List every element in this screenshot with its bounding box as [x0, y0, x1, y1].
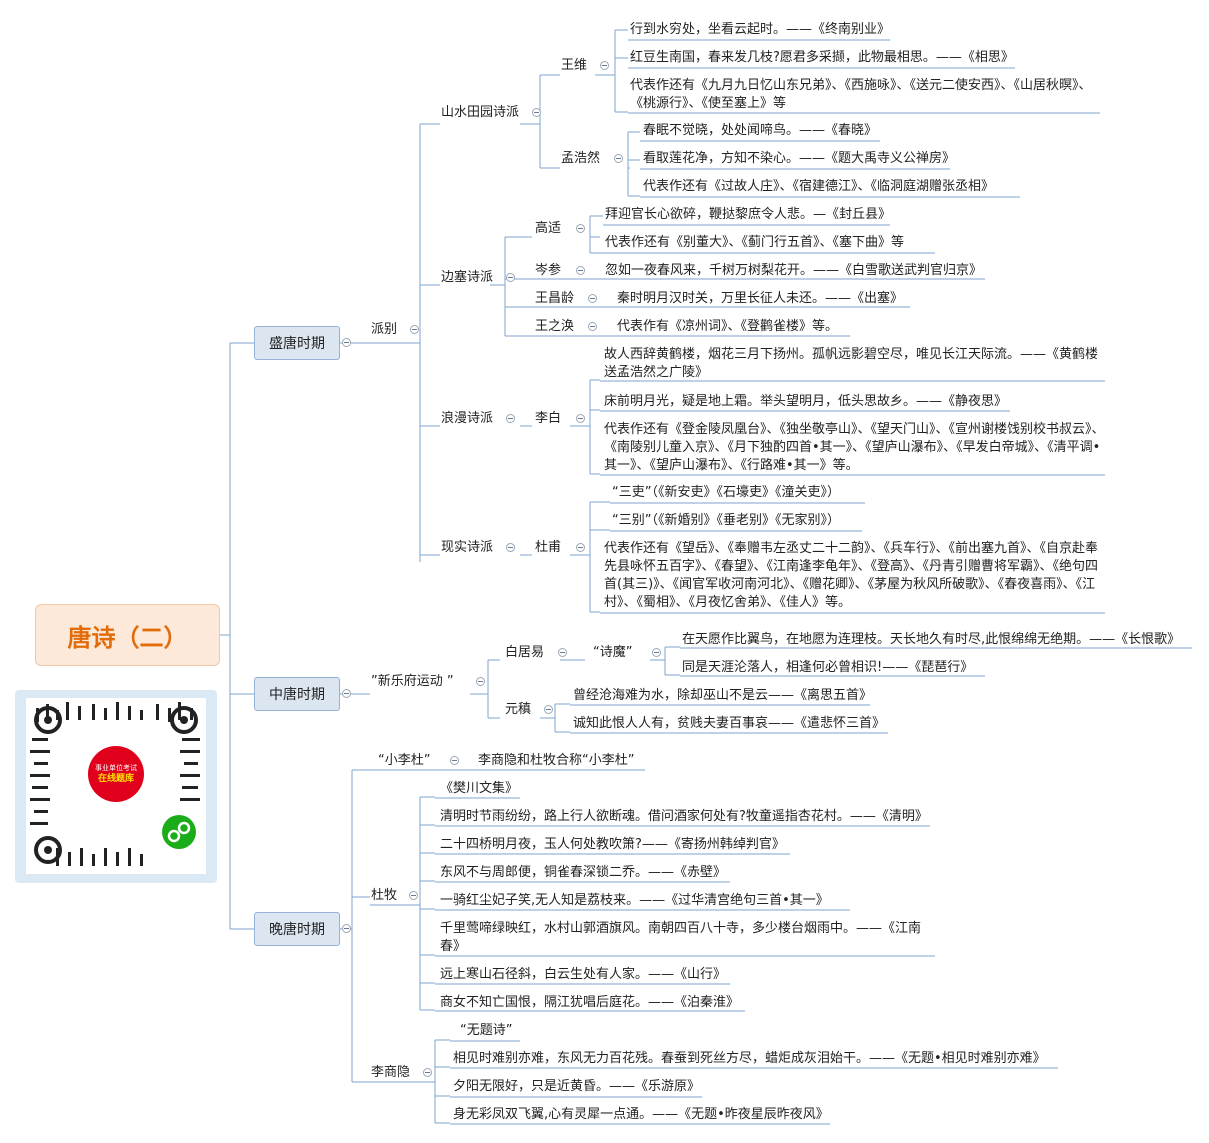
collapse-icon[interactable] — [450, 756, 459, 765]
leaf-work[interactable]: 曾经沧海难为水，除却巫山不是云——《离思五首》 — [573, 688, 873, 703]
qr-badge-line1: 事业单位考试 — [95, 764, 137, 772]
collapse-icon[interactable] — [532, 108, 541, 117]
collapse-icon[interactable] — [652, 648, 661, 657]
leaf-work[interactable]: 忽如一夜春风来，千树万树梨花开。——《白雪歌送武判官归京》 — [605, 263, 983, 278]
qr-code-image: 事业单位考试 在线题库 — [26, 698, 206, 874]
node-poet-libai[interactable]: 李白 — [535, 411, 562, 426]
collapse-icon[interactable] — [506, 273, 515, 282]
node-xianshi-school[interactable]: 现实诗派 — [441, 540, 494, 555]
leaf-work[interactable]: 商女不知亡国恨，隔江犹唱后庭花。——《泊秦淮》 — [440, 995, 740, 1010]
leaf-work[interactable]: 代表作还有《九月九日忆山东兄弟》、《西施咏》、《送元二使安西》、《山居秋暝》、《… — [630, 78, 1092, 111]
leaf-work[interactable]: “三吏”（《新安吏》《石壕吏》《潼关吏》） — [612, 485, 840, 500]
leaf-work[interactable]: 清明时节雨纷纷，路上行人欲断魂。借问酒家何处有?牧童遥指杏花村。——《清明》 — [440, 809, 928, 824]
leaf-work[interactable]: 《樊川文集》 — [440, 781, 519, 796]
node-xinyuefu-movement[interactable]: ”新乐府运动 ” — [371, 674, 454, 689]
collapse-icon[interactable] — [588, 294, 597, 303]
leaf-work[interactable]: 千里莺啼绿映红，水村山郭酒旗风。南朝四百八十寺，多少楼台烟雨中。——《江南春》 — [440, 921, 922, 954]
collapse-icon[interactable] — [558, 648, 567, 657]
node-poet-wangchangling[interactable]: 王昌龄 — [535, 291, 575, 306]
node-schools[interactable]: 派别 — [371, 322, 398, 337]
leaf-work[interactable]: 相见时难别亦难，东风无力百花残。春蚕到死丝方尽，蜡炬成灰泪始干。——《无题•相见… — [453, 1051, 1046, 1066]
era-node-zhong-tang[interactable]: 中唐时期 — [254, 677, 340, 711]
leaf-work[interactable]: 故人西辞黄鹤楼，烟花三月下扬州。孤帆远影碧空尽，唯见长江天际流。——《黄鹤楼送孟… — [604, 347, 1099, 380]
collapse-icon[interactable] — [342, 338, 351, 347]
collapse-icon[interactable] — [342, 924, 351, 933]
qr-pattern-icon — [30, 702, 200, 866]
leaf-work[interactable]: 拜迎官长心欲碎，鞭挞黎庶令人悲。—《封丘县》 — [605, 207, 892, 222]
leaf-work[interactable]: “无题诗” — [460, 1023, 513, 1038]
leaf-work[interactable]: 床前明月光，疑是地上霜。举头望明月，低头思故乡。——《静夜思》 — [604, 394, 1008, 409]
node-poet-dumu[interactable]: 杜牧 — [371, 888, 398, 903]
collapse-icon[interactable] — [423, 1068, 432, 1077]
era-node-sheng-tang[interactable]: 盛唐时期 — [254, 326, 340, 360]
collapse-icon[interactable] — [506, 543, 515, 552]
node-shanshui-school[interactable]: 山水田园诗派 — [441, 105, 520, 120]
leaf-work[interactable]: 一骑红尘妃子笑,无人知是荔枝来。——《过华清宫绝句三首•其一》 — [440, 893, 829, 908]
collapse-icon[interactable] — [576, 543, 585, 552]
collapse-icon[interactable] — [410, 325, 419, 334]
collapse-icon[interactable] — [476, 677, 485, 686]
leaf-work[interactable]: 在天愿作比翼鸟，在地愿为连理枝。天长地久有时尽,此恨绵绵无绝期。——《长恨歌》 — [682, 632, 1181, 647]
node-shimo[interactable]: “诗魔” — [593, 645, 633, 660]
node-poet-gaoshi[interactable]: 高适 — [535, 221, 562, 236]
leaf-work[interactable]: 代表作还有《登金陵凤凰台》、《独坐敬亭山》、《望天门山》、《宣州谢楼饯别校书叔云… — [604, 422, 1105, 473]
era-node-wan-tang[interactable]: 晚唐时期 — [254, 912, 340, 946]
collapse-icon[interactable] — [614, 154, 623, 163]
node-poet-wangzhihuan[interactable]: 王之涣 — [535, 319, 575, 334]
leaf-work[interactable]: 身无彩凤双飞翼,心有灵犀一点通。——《无题•昨夜星辰昨夜风》 — [453, 1107, 829, 1122]
node-poet-wangwei[interactable]: 王维 — [561, 58, 588, 73]
collapse-icon[interactable] — [544, 705, 553, 714]
leaf-work[interactable]: “三别”（《新婚别》《垂老别》《无家别》） — [612, 513, 840, 528]
leaf-work[interactable]: 诚知此恨人人有，贫贱夫妻百事哀——《遣悲怀三首》 — [573, 716, 886, 731]
leaf-work[interactable]: 代表作还有《别董大》、《蓟门行五首》、《塞下曲》等 — [605, 235, 905, 250]
leaf-work[interactable]: 看取莲花净，方知不染心。——《题大禹寺义公禅房》 — [643, 151, 956, 166]
collapse-icon[interactable] — [342, 689, 351, 698]
collapse-icon[interactable] — [576, 266, 585, 275]
leaf-xiaolidu-desc[interactable]: 李商隐和杜牧合称“小李杜” — [478, 753, 635, 768]
leaf-work[interactable]: 代表作有《凉州词》、《登鹳雀楼》等。 — [617, 319, 839, 334]
leaf-work[interactable]: 夕阳无限好，只是近黄昏。——《乐游原》 — [453, 1079, 701, 1094]
node-xiaolidu[interactable]: “小李杜” — [378, 753, 431, 768]
collapse-icon[interactable] — [409, 891, 418, 900]
leaf-work[interactable]: 远上寒山石径斜，白云生处有人家。——《山行》 — [440, 967, 727, 982]
node-poet-menghaoran[interactable]: 孟浩然 — [561, 151, 601, 166]
leaf-work[interactable]: 红豆生南国，春来发几枝?愿君多采撷，此物最相思。——《相思》 — [630, 50, 1014, 65]
leaf-work[interactable]: 二十四桥明月夜，玉人何处教吹箫?——《寄扬州韩绰判官》 — [440, 837, 785, 852]
node-biansai-school[interactable]: 边塞诗派 — [441, 270, 494, 285]
node-poet-dufu[interactable]: 杜甫 — [535, 540, 562, 555]
collapse-icon[interactable] — [576, 224, 585, 233]
collapse-icon[interactable] — [506, 414, 515, 423]
node-poet-lishangyin[interactable]: 李商隐 — [371, 1065, 411, 1080]
qr-code-panel: 事业单位考试 在线题库 — [15, 690, 217, 883]
qr-badge-line2: 在线题库 — [97, 774, 134, 784]
node-langman-school[interactable]: 浪漫诗派 — [441, 411, 494, 426]
leaf-work[interactable]: 同是天涯沦落人，相逢何必曾相识!——《琵琶行》 — [682, 660, 974, 675]
qr-center-badge: 事业单位考试 在线题库 — [88, 746, 144, 802]
node-poet-yuanzhen[interactable]: 元稹 — [505, 702, 532, 717]
node-poet-baijuyi[interactable]: 白居易 — [505, 645, 545, 660]
leaf-work[interactable]: 春眠不觉晓，处处闻啼鸟。——《春晓》 — [643, 123, 878, 138]
node-poet-censhen[interactable]: 岑参 — [535, 263, 562, 278]
collapse-icon[interactable] — [576, 414, 585, 423]
leaf-work[interactable]: 东风不与周郎便，铜雀春深锁二乔。——《赤壁》 — [440, 865, 727, 880]
leaf-work[interactable]: 代表作还有《过故人庄》、《宿建德江》、《临洞庭湖赠张丞相》 — [643, 179, 995, 194]
collapse-icon[interactable] — [588, 322, 597, 331]
leaf-work[interactable]: 行到水穷处，坐看云起时。——《终南别业》 — [630, 22, 891, 37]
leaf-work[interactable]: 秦时明月汉时关，万里长征人未还。——《出塞》 — [617, 291, 904, 306]
collapse-icon[interactable] — [600, 61, 609, 70]
leaf-work[interactable]: 代表作还有《望岳》、《奉赠韦左丞丈二十二韵》、《兵车行》、《前出塞九首》、《自京… — [604, 541, 1099, 610]
root-node-tang-poetry[interactable]: 唐诗（二） — [35, 604, 220, 666]
